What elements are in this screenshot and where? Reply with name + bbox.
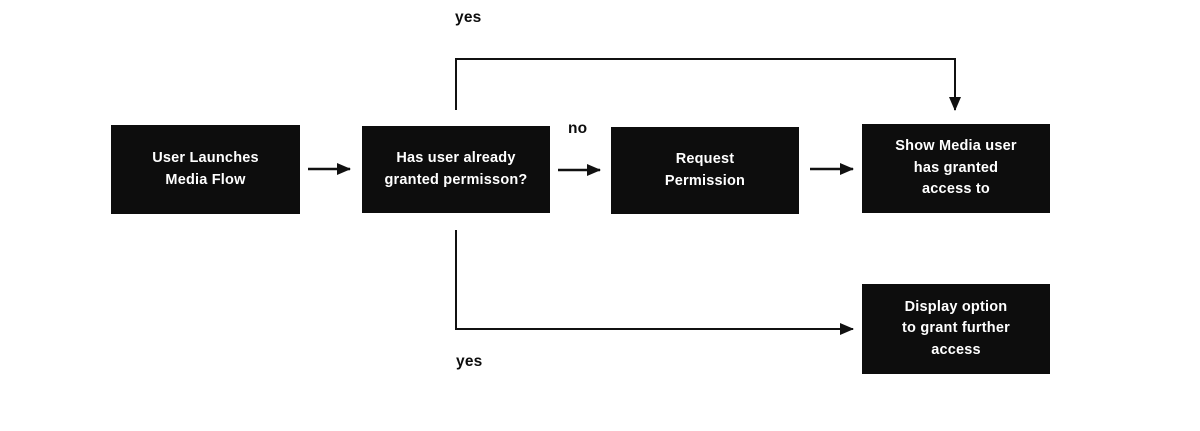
edge-yes-bottom-to-display <box>455 230 854 335</box>
node-show-media-granted-access: Show Media user has granted access to <box>862 124 1050 213</box>
edge-label-yes-bottom: yes <box>456 353 483 370</box>
edge-label-no: no <box>568 120 588 137</box>
edge-yes-top-to-show <box>455 58 961 111</box>
node-has-user-granted-permission: Has user already granted permisson? <box>362 126 550 213</box>
node-request-permission: Request Permission <box>611 127 799 214</box>
edge-label-yes-top: yes <box>455 9 482 26</box>
node-user-launches-media-flow: User Launches Media Flow <box>111 125 300 214</box>
node-display-option-grant-further-access: Display option to grant further access <box>862 284 1050 374</box>
